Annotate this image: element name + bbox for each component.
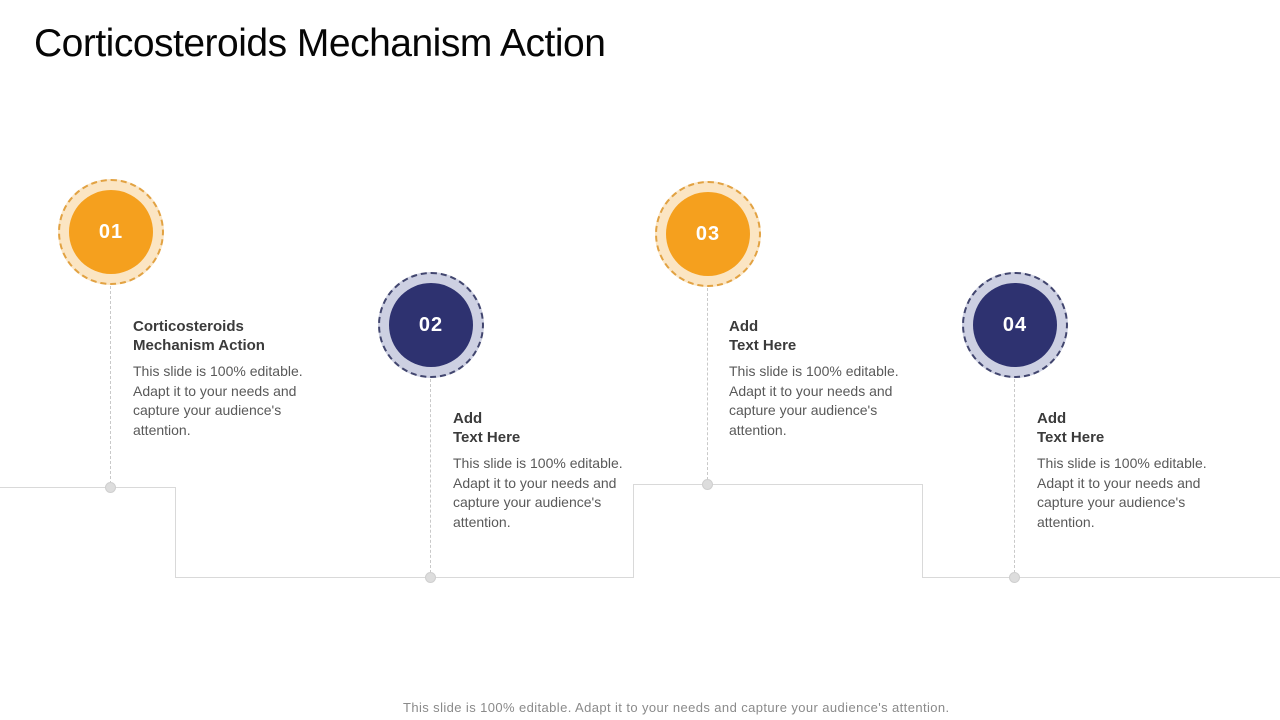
milestone-4-circle: 04 <box>962 272 1068 378</box>
milestone-3-heading-line2: Text Here <box>729 337 797 354</box>
milestone-2-heading-line1: Add <box>453 410 483 427</box>
milestone-1-circle-inner: 01 <box>69 190 153 274</box>
milestone-4-heading-line2: Text Here <box>1037 429 1105 446</box>
milestone-4-heading-line1: Add <box>1037 410 1067 427</box>
milestone-1-heading-line2: Mechanism Action <box>133 337 265 354</box>
milestone-4-number: 04 <box>1002 313 1028 336</box>
slide-title: Corticosteroids Mechanism Action <box>34 22 606 65</box>
milestone-4-circle-inner: 04 <box>973 283 1057 367</box>
milestone-4-node-dot <box>1009 572 1020 583</box>
milestone-1-node-dot <box>105 482 116 493</box>
milestone-3-circle: 03 <box>655 181 761 287</box>
timeline-step-down-1 <box>175 487 176 577</box>
milestone-1-heading-line1: Corticosteroids <box>133 318 244 335</box>
milestone-4-connector-line <box>1014 379 1015 573</box>
milestone-2-circle: 02 <box>378 272 484 378</box>
milestone-2-connector-line <box>430 379 431 573</box>
milestone-2-body: This slide is 100% editable. Adapt it to… <box>453 455 623 530</box>
timeline-segment-lower-1 <box>175 577 634 578</box>
milestone-1-number: 01 <box>98 220 124 243</box>
timeline-step-down-2 <box>922 484 923 577</box>
milestone-1-connector-line <box>110 286 111 484</box>
milestone-3-node-dot <box>702 479 713 490</box>
timeline-segment-lower-2 <box>922 577 1280 578</box>
milestone-3-connector-line <box>707 288 708 480</box>
milestone-4-body: This slide is 100% editable. Adapt it to… <box>1037 455 1207 530</box>
slide-footer-note: This slide is 100% editable. Adapt it to… <box>403 700 950 715</box>
milestone-2-heading-line2: Text Here <box>453 429 521 446</box>
timeline-segment-upper-right <box>633 484 923 485</box>
milestone-3-number: 03 <box>695 222 721 245</box>
milestone-3-circle-inner: 03 <box>666 192 750 276</box>
milestone-2-number: 02 <box>418 313 444 336</box>
milestone-2-circle-inner: 02 <box>389 283 473 367</box>
milestone-2-node-dot <box>425 572 436 583</box>
timeline-step-up-1 <box>633 484 634 577</box>
milestone-1-body: This slide is 100% editable. Adapt it to… <box>133 363 303 438</box>
timeline-segment-upper-left <box>0 487 176 488</box>
milestone-3-body: This slide is 100% editable. Adapt it to… <box>729 363 899 438</box>
milestone-1-circle: 01 <box>58 179 164 285</box>
milestone-3-heading-line1: Add <box>729 318 759 335</box>
